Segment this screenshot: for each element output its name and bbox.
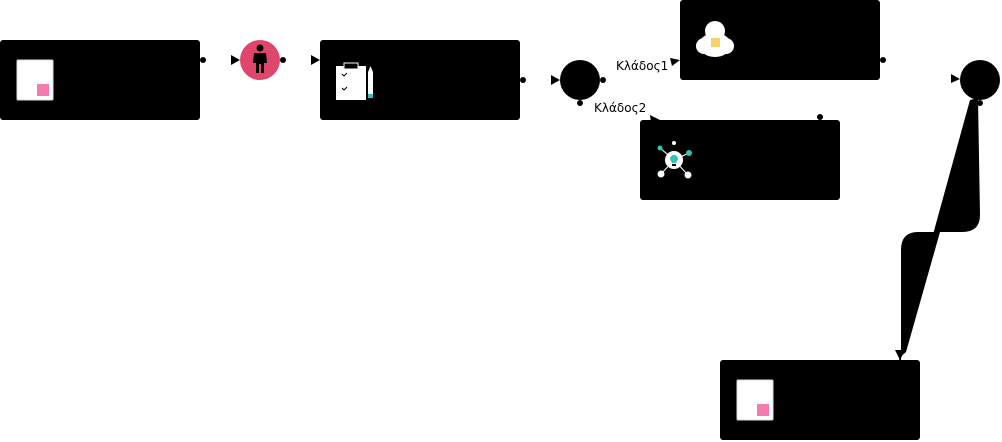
port-dot — [600, 77, 606, 83]
branch1-task-node[interactable] — [680, 0, 880, 80]
document-icon — [16, 59, 54, 101]
user-event-node[interactable] — [240, 40, 280, 80]
start-task-node[interactable] — [0, 40, 200, 120]
cloud-icon — [696, 21, 734, 57]
checklist-task-node[interactable] — [320, 40, 520, 120]
port-dot — [200, 57, 206, 63]
port-dot — [817, 114, 823, 120]
connectors — [200, 55, 983, 360]
port-dot — [280, 57, 286, 63]
arrowhead-3 — [551, 75, 560, 85]
document-icon — [736, 379, 774, 421]
edge-label-branch1: Κλάδος1 — [616, 59, 668, 73]
arrowhead-1 — [231, 55, 240, 65]
port-dot — [880, 57, 886, 63]
lightbulb-network-icon — [657, 141, 692, 179]
merge-gateway-node[interactable] — [960, 60, 1000, 100]
person-icon — [253, 44, 267, 73]
edge-label-branch2: Κλάδος2 — [594, 101, 646, 115]
port-dot — [977, 100, 983, 106]
arrowhead-branch1 — [670, 58, 680, 66]
arrowhead-end — [895, 350, 905, 360]
port-dot — [577, 100, 583, 106]
arrowhead-2 — [311, 55, 320, 65]
branch2-task-node[interactable] — [640, 120, 840, 200]
end-task-node[interactable] — [720, 360, 920, 440]
arrowhead-merge — [951, 74, 960, 83]
port-dot — [520, 77, 526, 83]
clipboard-checklist-icon — [336, 62, 373, 100]
merge-to-end-band — [899, 98, 978, 358]
split-gateway-node[interactable] — [560, 60, 600, 100]
